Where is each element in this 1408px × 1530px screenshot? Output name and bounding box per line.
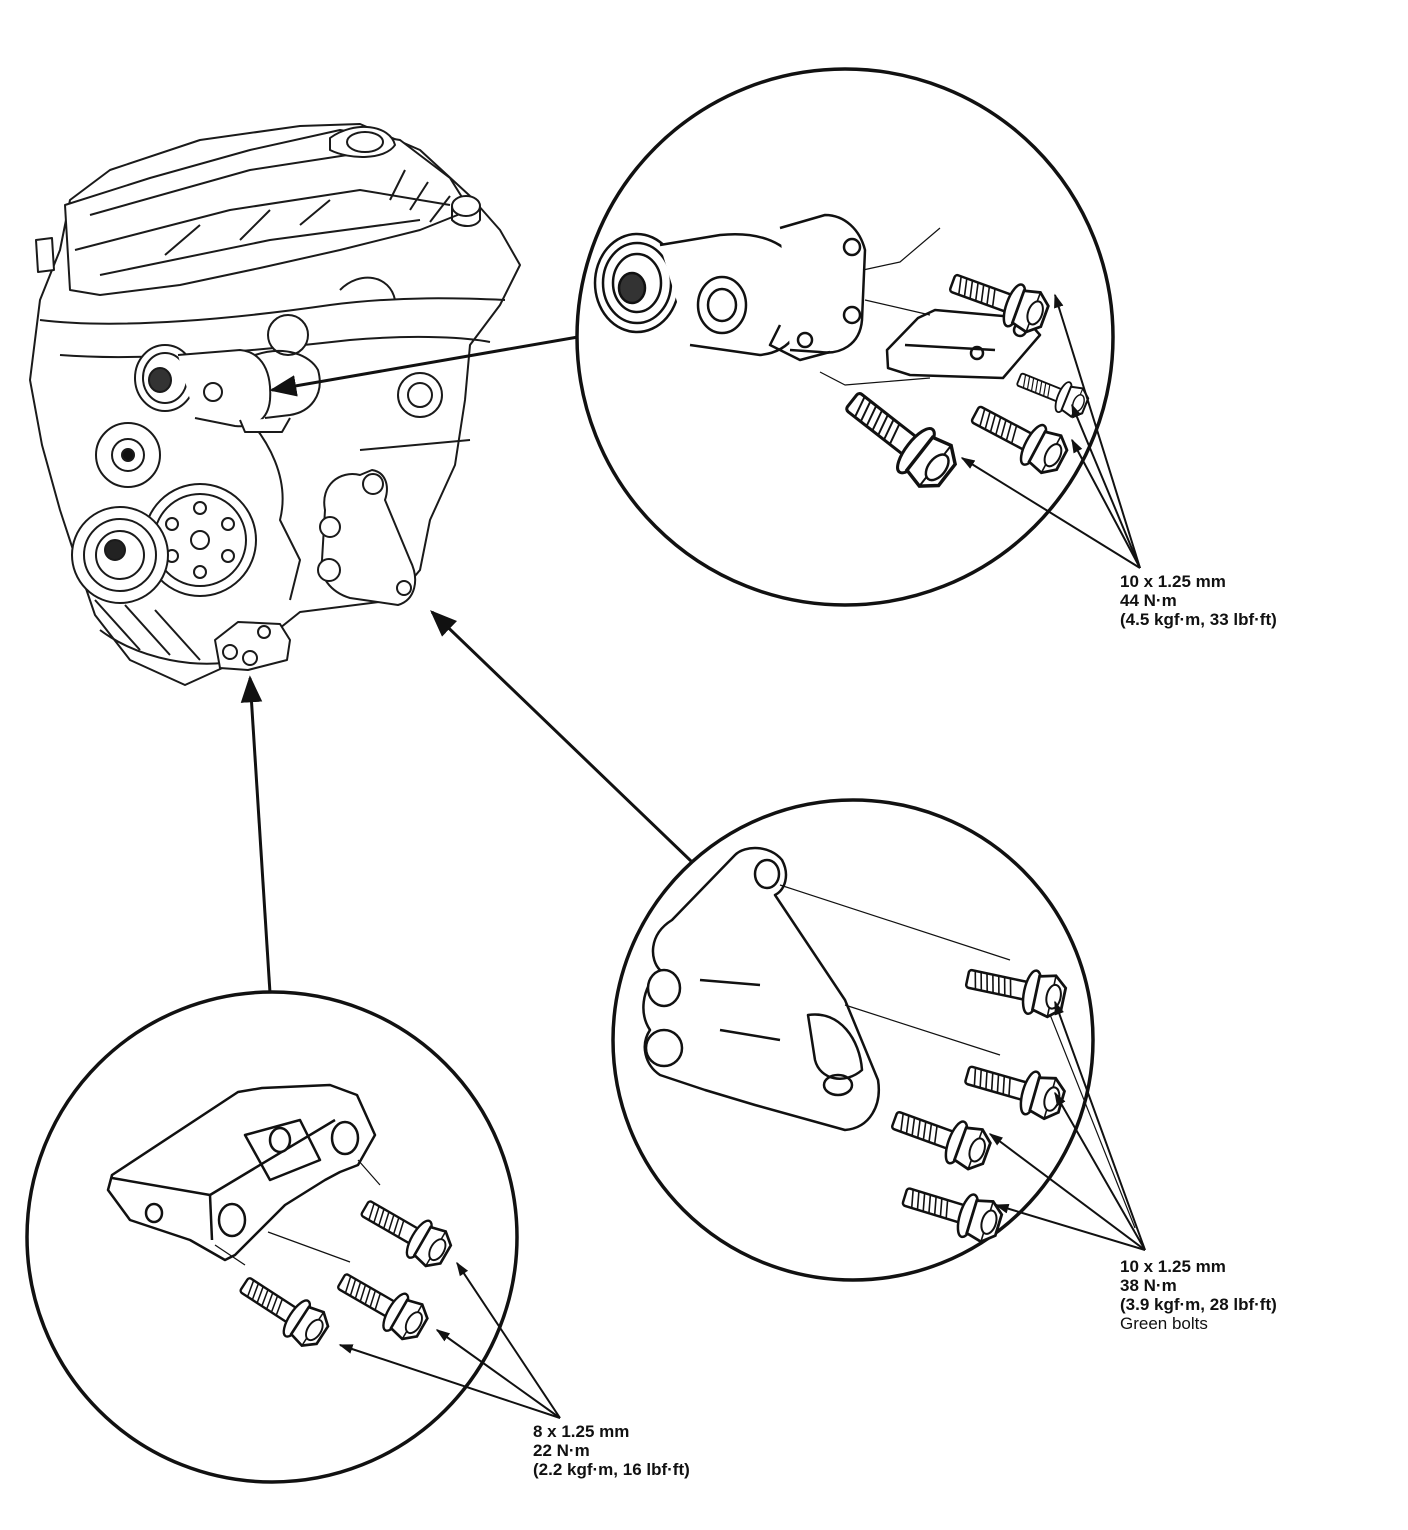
torque-alt-units-text: (2.2 kgf·m, 16 lbf·ft) [533, 1460, 690, 1479]
detail-circle-side-bracket [611, 798, 1095, 1282]
callout-arrows [240, 335, 694, 994]
engine-block [29, 123, 521, 686]
detail-circle-lower-bracket [25, 990, 519, 1484]
torque-alt-units-text: (3.9 kgf·m, 28 lbf·ft) [1120, 1295, 1277, 1314]
engine-side-bracket [317, 469, 417, 606]
spec-label-lower-bracket: 8 x 1.25 mm 22 N·m (2.2 kgf·m, 16 lbf·ft… [533, 1422, 690, 1479]
side-bracket-bolt-2 [959, 1052, 1069, 1125]
spec-leaders [338, 293, 1146, 1419]
bolt-size-text: 8 x 1.25 mm [533, 1422, 630, 1441]
torque-alt-units-text: (4.5 kgf·m, 33 lbf·ft) [1120, 610, 1277, 629]
arrow-to-lower-bracket [240, 675, 272, 994]
engine-lower-bracket [214, 621, 291, 671]
side-bracket-bolt-3 [885, 1097, 996, 1176]
side-bracket-bolt-1 [961, 955, 1070, 1022]
side-bracket-detail [642, 846, 1136, 1229]
torque-nm-text: 38 N·m [1120, 1276, 1177, 1295]
arrow-to-side-bracket [430, 610, 694, 864]
spec-label-tensioner: 10 x 1.25 mm 44 N·m (4.5 kgf·m, 33 lbf·f… [1120, 572, 1277, 629]
tensioner-bolt-4 [833, 377, 966, 498]
lower-bracket-bolt-2 [329, 1261, 434, 1347]
torque-nm-text: 44 N·m [1120, 591, 1177, 610]
side-bracket-bolt-4 [896, 1174, 1007, 1248]
bolt-size-text: 10 x 1.25 mm [1120, 572, 1226, 591]
lower-bracket-bolt-1 [353, 1188, 458, 1274]
arrow-to-tensioner [269, 335, 579, 397]
bolt-note-text: Green bolts [1120, 1314, 1208, 1333]
lower-bracket-bolt-3 [231, 1265, 336, 1354]
lower-bracket-detail [106, 1083, 381, 1266]
engine-tensioner [134, 344, 321, 433]
tensioner-detail [593, 213, 1042, 386]
spec-label-side-bracket: 10 x 1.25 mm 38 N·m (3.9 kgf·m, 28 lbf·f… [1120, 1257, 1277, 1333]
bolt-size-text: 10 x 1.25 mm [1120, 1257, 1226, 1276]
torque-nm-text: 22 N·m [533, 1441, 590, 1460]
